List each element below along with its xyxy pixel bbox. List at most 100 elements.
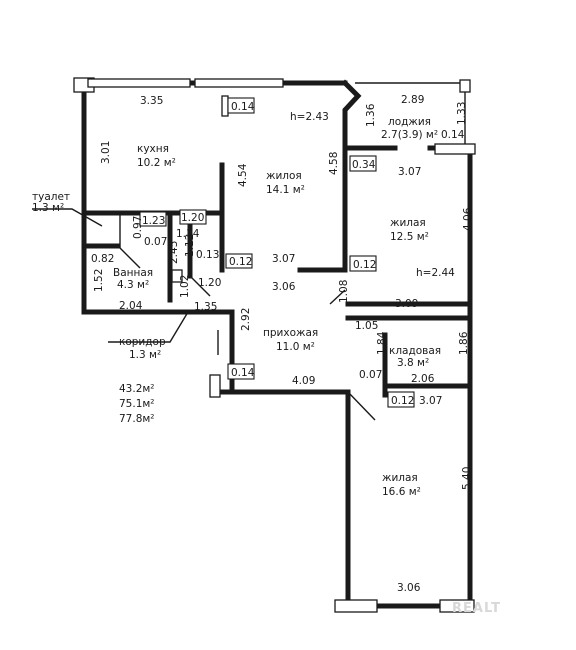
hallway-name: прихожая [263, 327, 318, 339]
dim-0-82: 0.82 [91, 253, 114, 265]
living1-area: 14.1 м² [266, 184, 305, 196]
dim-4-06: 4.06 [462, 207, 474, 231]
box-012c [387, 391, 415, 408]
dim-1-02: 1.02 [179, 275, 191, 298]
dim-boxes [139, 97, 415, 408]
window-kitchen-top [87, 78, 191, 88]
dim-3-09: 3.09 [395, 298, 418, 310]
height-2: h=2.44 [416, 267, 455, 279]
dim-2-04: 2.04 [119, 300, 143, 312]
vent-column [221, 95, 229, 117]
dim-1-14: 1.14 [176, 228, 200, 240]
dim-0-07-a: 0.07 [144, 236, 167, 248]
window-loggia-door [434, 143, 476, 155]
box-034 [349, 155, 377, 172]
door-swing-hall [347, 391, 376, 421]
dim-1-35: 1.35 [194, 301, 217, 313]
box-123 [139, 211, 167, 227]
dim-0-97: 0.97 [132, 216, 144, 239]
leader-corridor [108, 311, 189, 343]
dim-3-01: 3.01 [100, 141, 112, 164]
dim-1-20-b: 1.20 [198, 277, 221, 289]
dim-0-34: 0.34 [352, 159, 376, 171]
dim-3-07-c: 3.07 [419, 395, 442, 407]
dim-1-23: 1.23 [142, 215, 165, 227]
dim-0-14-a: 0.14 [231, 101, 255, 113]
door-swing-living2 [329, 289, 346, 305]
dim-1-33: 1.33 [456, 102, 468, 125]
hallway-area: 11.0 м² [276, 341, 315, 353]
kitchen-name: кухня [137, 143, 169, 155]
dim-2-06: 2.06 [411, 373, 435, 385]
total-area-with-loggia: 77.8м² [119, 413, 155, 425]
storage-name: кладовая [389, 345, 441, 357]
box-012b [349, 255, 377, 272]
loggia-name: лоджия [388, 116, 431, 128]
corridor-name: коридор [119, 336, 166, 348]
dim-3-06-b: 3.06 [397, 582, 421, 594]
toilet-area: 1.3 м² [32, 202, 64, 214]
window-loggia-right [459, 79, 471, 93]
living3-name: жилая [382, 472, 418, 484]
loggia-area: 2.7(3.9) м² [381, 129, 438, 141]
height-1: h=2.43 [290, 111, 329, 123]
door-swing-toilet [119, 247, 141, 269]
dimension-labels: 3.35 0.14 3.01 4.54 4.58 1.36 2.89 1.33 … [91, 94, 474, 594]
storage-area: 3.8 м² [397, 357, 429, 369]
bathroom-name: Ванная [113, 267, 153, 279]
dim-3-06-a: 3.06 [272, 281, 296, 293]
leaders [32, 208, 189, 343]
toilet-name: туалет [32, 191, 70, 203]
dim-0-13: 0.13 [196, 249, 219, 261]
window-living3-bottom-right [439, 599, 475, 613]
dim-3-07-a: 3.07 [398, 166, 421, 178]
corridor-area: 1.3 м² [129, 349, 161, 361]
window-living3-bottom [334, 599, 378, 613]
window-living1-top [194, 78, 284, 88]
box-120a [179, 209, 207, 225]
dim-4-54: 4.54 [237, 163, 249, 187]
dim-1-52: 1.52 [93, 269, 105, 292]
room-labels: кухня 10.2 м² жилоя 14.1 м² жилая 12.5 м… [32, 111, 455, 498]
column-living1 [171, 269, 183, 283]
dim-1-08: 1.08 [338, 280, 350, 303]
box-014a [227, 97, 255, 114]
dim-4-58: 4.58 [328, 152, 340, 175]
living2-area: 12.5 м² [390, 231, 429, 243]
living2-name: жилая [390, 217, 426, 229]
dim-1-36: 1.36 [365, 103, 377, 127]
dim-2-92: 2.92 [240, 308, 252, 331]
leader-toilet [32, 208, 103, 227]
wall-chamfer [341, 79, 362, 151]
dim-2-45: 2.45 [168, 241, 180, 264]
dim-0-14-b: 0.14 [441, 129, 465, 141]
dim-0-12-a: 0.12 [229, 256, 252, 268]
dim-1-20-a: 1.20 [181, 212, 204, 224]
dim-3-35: 3.35 [140, 95, 163, 107]
box-014c [227, 363, 255, 380]
box-012a [225, 253, 253, 269]
door-swing-bath [189, 275, 211, 297]
living3-area: 16.6 м² [382, 486, 421, 498]
dim-0-12-c: 0.12 [391, 395, 414, 407]
dim-1-05: 1.05 [355, 320, 378, 332]
dim-1-86: 1.86 [458, 331, 470, 355]
bathroom-area: 4.3 м² [117, 279, 149, 291]
dim-0-07-b: 0.07 [359, 369, 382, 381]
dim-1-12: 1.12 [184, 234, 196, 257]
kitchen-area: 10.2 м² [137, 157, 176, 169]
total-living-area: 43.2м² [119, 383, 155, 395]
area-totals: 43.2м² 75.1м² 77.8м² [119, 383, 155, 425]
dim-5-40: 5.40 [461, 467, 473, 490]
dim-4-09: 4.09 [292, 375, 315, 387]
entry-post [209, 374, 221, 398]
living1-name: жилоя [266, 170, 302, 182]
dim-3-07-b: 3.07 [272, 253, 295, 265]
dim-0-12-b: 0.12 [353, 259, 376, 271]
windows [73, 77, 476, 613]
total-area: 75.1м² [119, 398, 155, 410]
dim-1-84: 1.84 [376, 331, 388, 355]
watermark: REALT [452, 601, 501, 616]
dim-0-14-c: 0.14 [231, 367, 255, 379]
